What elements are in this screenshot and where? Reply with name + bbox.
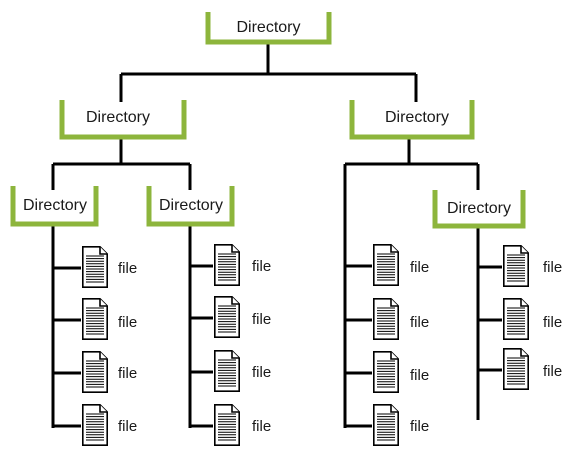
file-label: file [118, 365, 137, 382]
directory-right-label: Directory [385, 109, 449, 126]
file-label: file [252, 418, 271, 435]
file-label: file [252, 258, 271, 275]
file-item: file [214, 296, 271, 338]
file-document-icon [503, 348, 529, 390]
directory-bracket [10, 186, 99, 227]
file-item: file [82, 351, 137, 393]
file-label: file [543, 314, 562, 331]
file-document-icon [373, 404, 399, 446]
directory-root-label: Directory [236, 19, 300, 36]
file-label: file [410, 314, 429, 331]
directory-left: Directory [59, 100, 187, 140]
file-document-icon [214, 404, 240, 446]
file-document-icon [214, 296, 240, 338]
file-item: file [214, 404, 271, 446]
directory-left-label: Directory [86, 109, 150, 126]
file-document-icon [214, 244, 240, 286]
file-item: file [373, 244, 429, 286]
file-label: file [118, 314, 137, 331]
file-document-icon [373, 298, 399, 340]
file-nodes: file file file file file file file [82, 244, 562, 446]
file-item: file [214, 350, 271, 392]
file-item: file [373, 298, 429, 340]
directory-bracket [59, 100, 187, 140]
directory-bracket [432, 190, 526, 229]
directory-left-left-label: Directory [23, 197, 87, 214]
file-item: file [82, 404, 137, 446]
file-document-icon [82, 246, 108, 288]
file-document-icon [373, 351, 399, 393]
tree-connectors [51, 44, 502, 428]
directory-right: Directory [349, 100, 475, 140]
file-document-icon [503, 298, 529, 340]
directory-right-right: Directory [432, 190, 526, 229]
directory-bracket [146, 186, 235, 227]
file-label: file [410, 367, 429, 384]
file-document-icon [214, 350, 240, 392]
file-label: file [410, 259, 429, 276]
file-label: file [252, 364, 271, 381]
file-item: file [82, 298, 137, 340]
file-item: file [503, 298, 562, 340]
directory-root: Directory [205, 12, 332, 45]
directory-bracket [205, 12, 332, 45]
file-item: file [82, 246, 137, 288]
file-label: file [118, 260, 137, 277]
file-document-icon [503, 245, 529, 287]
file-item: file [214, 244, 271, 286]
directory-left-left: Directory [10, 186, 99, 227]
file-label: file [118, 418, 137, 435]
directory-left-right: Directory [146, 186, 235, 227]
directory-right-right-label: Directory [447, 200, 511, 217]
file-label: file [543, 363, 562, 380]
file-label: file [410, 418, 429, 435]
directory-left-right-label: Directory [159, 197, 223, 214]
directory-nodes: Directory Directory Directory Directory … [10, 12, 526, 229]
file-item: file [373, 404, 429, 446]
file-document-icon [82, 351, 108, 393]
file-document-icon [373, 244, 399, 286]
file-item: file [373, 351, 429, 393]
file-label: file [252, 311, 271, 328]
file-item: file [503, 348, 562, 390]
file-item: file [503, 245, 562, 287]
file-label: file [543, 259, 562, 276]
file-document-icon [82, 404, 108, 446]
file-document-icon [82, 298, 108, 340]
directory-bracket [349, 100, 475, 140]
